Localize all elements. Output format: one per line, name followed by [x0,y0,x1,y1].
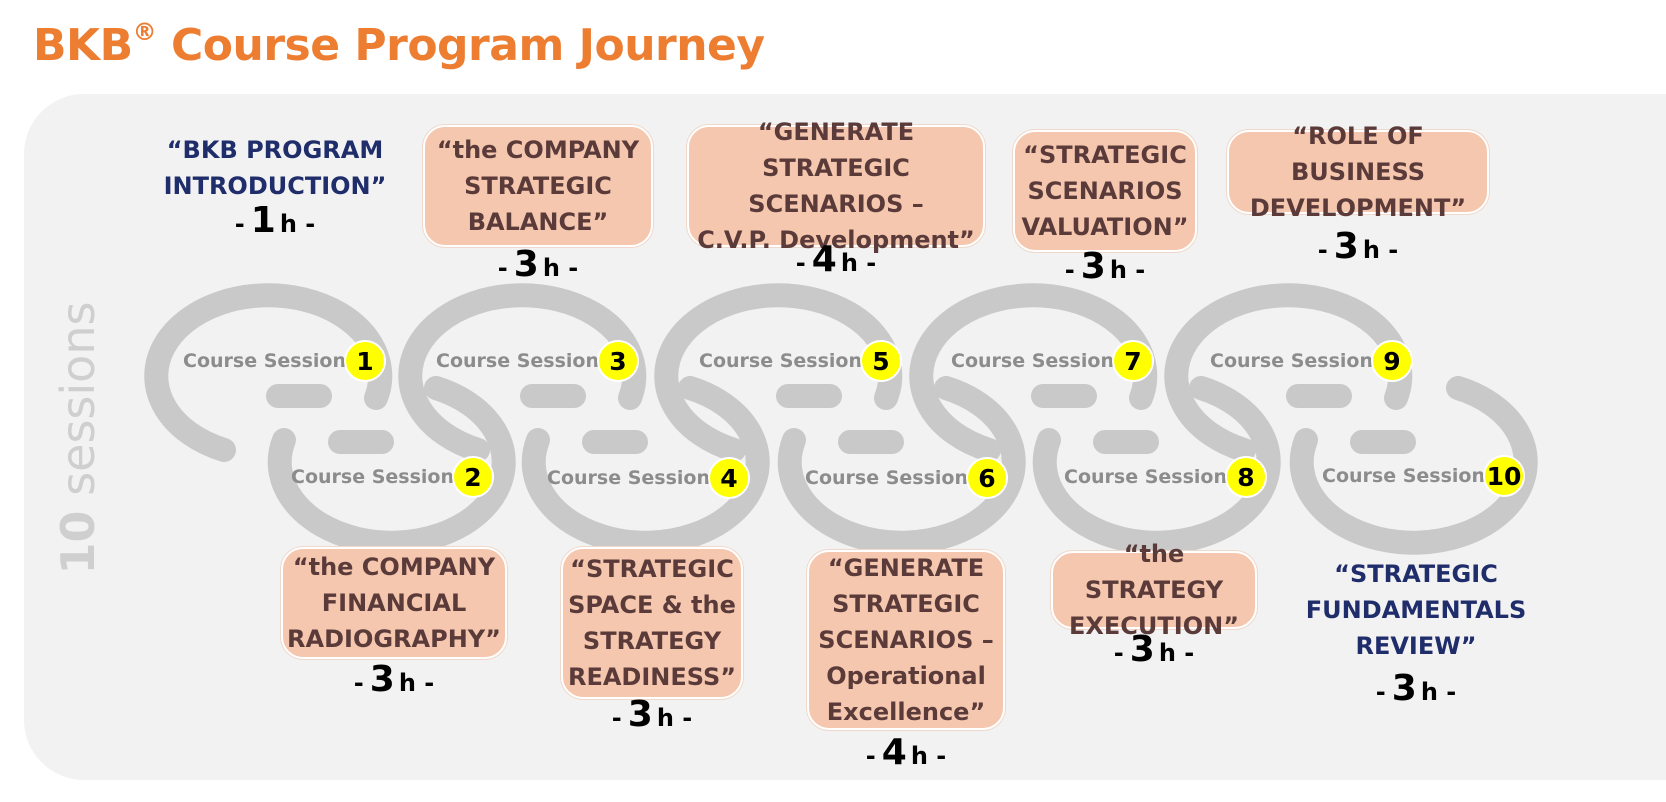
session-label: Course Session [699,350,862,372]
duration-prefix: - [1317,236,1328,264]
page-title: BKB® Course Program Journey [33,18,765,71]
session-number-badge: 2 [452,456,494,498]
duration-prefix: - [795,249,806,277]
session-label: Course Session [291,466,454,488]
session-number-badge: 4 [708,457,750,499]
duration-unit: h - [1158,639,1195,667]
duration-unit: h - [1420,678,1457,706]
session-5-title: “GENERATE STRATEGIC SCENARIOS – C.V.P. D… [687,118,985,254]
session-8-title: “the STRATEGY EXECUTION” [1051,540,1257,640]
session-label: Course Session [1210,350,1373,372]
duration-unit: h - [656,704,693,732]
session-number-badge: 6 [966,457,1008,499]
duration-unit: h - [1109,256,1146,284]
chain-link-lower [1289,376,1538,555]
session-6-title: “GENERATE STRATEGIC SCENARIOS – Operatio… [807,550,1005,730]
duration-unit: h - [279,210,316,238]
session-3-title: “the COMPANY STRATEGIC BALANCE” [423,125,653,247]
duration-hours: 3 [1080,246,1106,287]
session-label: Course Session [547,467,710,489]
session-9-title: “ROLE OF BUSINESS DEVELOPMENT” [1227,122,1489,222]
chain-link-lower [521,376,770,555]
session-number-badge: 3 [597,340,639,382]
duration-unit: h - [840,249,877,277]
session-number-badge: 9 [1371,340,1413,382]
session-4-title: “STRATEGIC SPACE & the STRATEGY READINES… [561,547,743,699]
duration-hours: 4 [881,732,907,773]
session-7-title: “STRATEGIC SCENARIOS VALUATION” [1013,130,1197,252]
session-label: Course Session [183,350,346,372]
session-number-badge: 1 [344,340,386,382]
duration-hours: 4 [811,239,837,280]
duration-hours: 1 [250,200,276,241]
duration-prefix: - [1375,678,1386,706]
session-10-title: “STRATEGIC FUNDAMENTALS REVIEW” [1305,560,1527,660]
duration-prefix: - [497,254,508,282]
session-number-badge: 10 [1483,455,1525,497]
duration-unit: h - [1362,236,1399,264]
session-1-title: “BKB PROGRAM INTRODUCTION” [163,136,387,200]
session-number-badge: 7 [1112,340,1154,382]
session-label: Course Session [436,350,599,372]
duration-hours: 3 [513,244,539,285]
duration-unit: h - [542,254,579,282]
session-number-badge: 8 [1225,456,1267,498]
session-label: Course Session [1322,465,1485,487]
chain-link-lower [267,376,516,555]
session-number-badge: 5 [860,340,902,382]
chain-link-lower [777,376,1026,555]
duration-hours: 3 [1333,226,1359,267]
duration-prefix: - [234,210,245,238]
duration-hours: 3 [1129,629,1155,670]
duration-hours: 3 [627,694,653,735]
duration-hours: 3 [369,659,395,700]
duration-prefix: - [1064,256,1075,284]
duration-prefix: - [865,742,876,770]
session-label: Course Session [805,467,968,489]
chain-link-lower [1032,376,1281,555]
duration-unit: h - [910,742,947,770]
session-label: Course Session [951,350,1114,372]
duration-unit: h - [398,669,435,697]
session-label: Course Session [1064,466,1227,488]
duration-prefix: - [611,704,622,732]
session-2-title: “the COMPANY FINANCIAL RADIOGRAPHY” [281,547,507,659]
duration-prefix: - [1113,639,1124,667]
duration-prefix: - [353,669,364,697]
duration-hours: 3 [1391,668,1417,709]
